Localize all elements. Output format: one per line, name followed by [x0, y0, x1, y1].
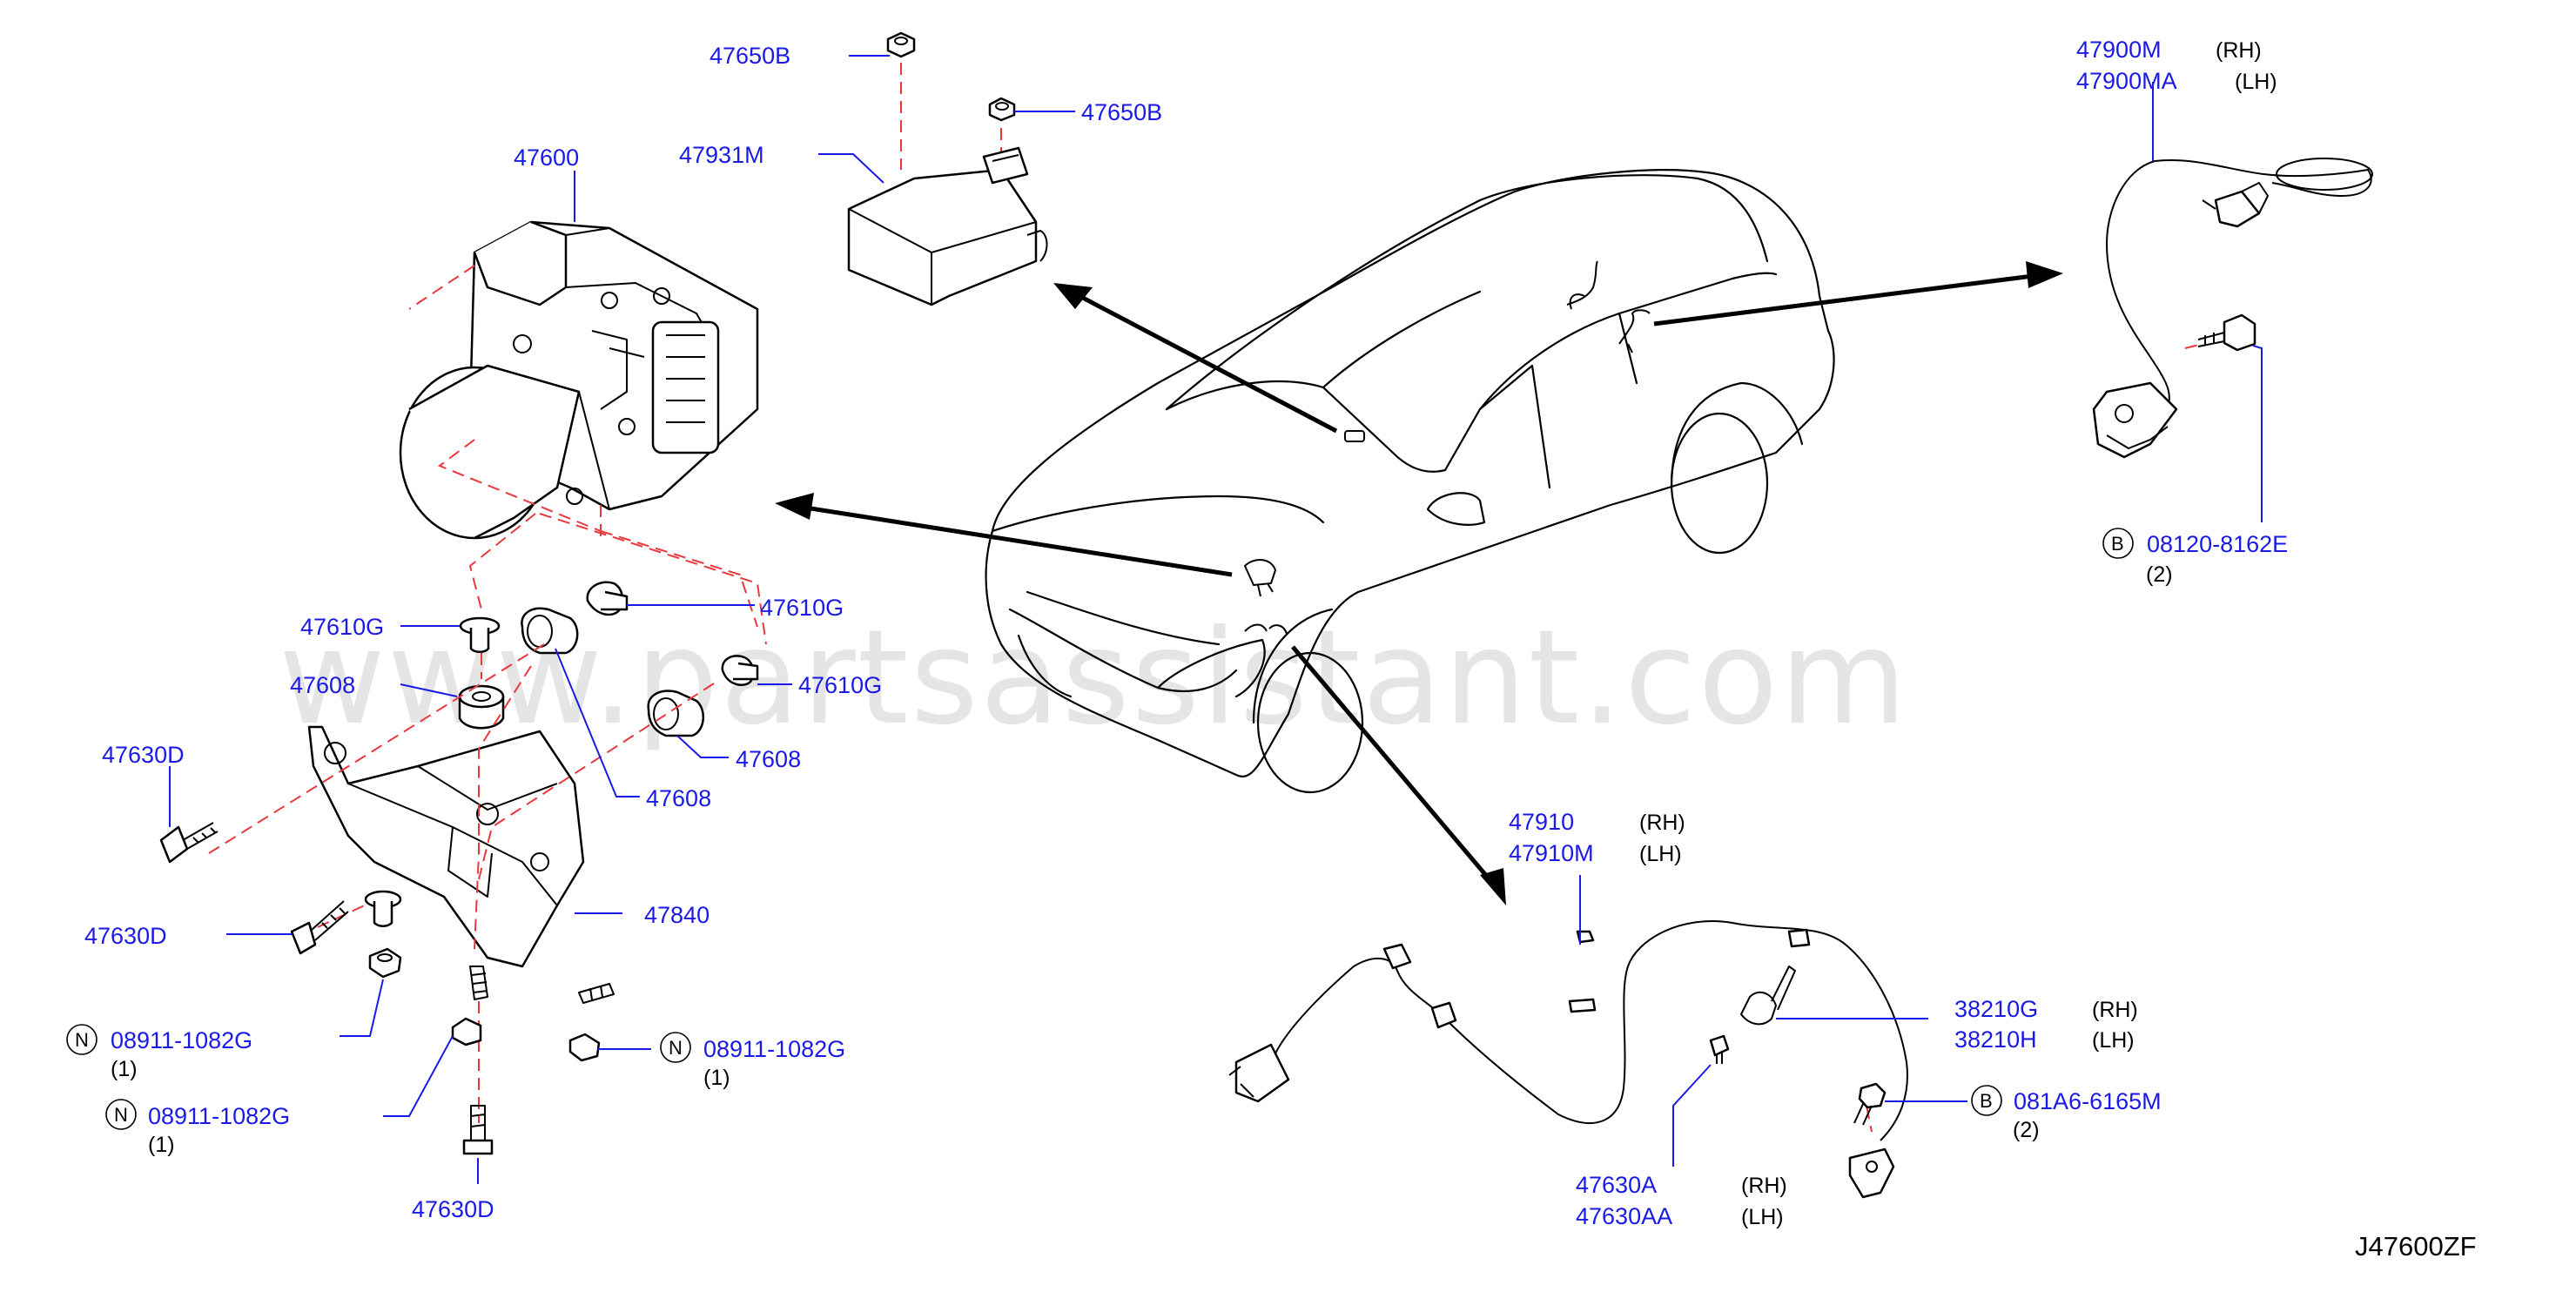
label-47610g-left: 47610G: [300, 614, 384, 640]
callout-arrows: [775, 261, 2063, 905]
label-bolt-08120: 08120-8162E: [2147, 531, 2288, 557]
label-47630a-side: (RH): [1741, 1174, 1787, 1198]
nut-symbol-n-2: [660, 1032, 691, 1063]
label-38210h: 38210H: [1954, 1026, 2037, 1053]
label-47931m: 47931M: [679, 142, 764, 168]
label-47650b-top: 47650B: [710, 43, 790, 69]
label-47900m: 47900M: [2076, 37, 2162, 63]
label-47630aa-side: (LH): [1741, 1205, 1784, 1229]
nut-symbol-n-1: [66, 1024, 98, 1055]
bolt-symbol-b-2-letter: B: [1980, 1090, 1993, 1112]
bolt-symbol-b-1-letter: B: [2111, 533, 2124, 555]
label-47910m: 47910M: [1509, 840, 1594, 866]
label-nut-08911-c: 08911-1082G: [148, 1103, 290, 1129]
assembly-center-lines: [208, 44, 2203, 1133]
bolts-and-nuts: [159, 822, 615, 1155]
label-bolt-08120-qty: (2): [2146, 562, 2173, 587]
label-bolt-081a6-qty: (2): [2013, 1118, 2040, 1142]
label-47600: 47600: [514, 145, 579, 171]
front-wheel-sensor-47910: [1228, 920, 1908, 1199]
label-47630d-b: 47630D: [84, 923, 167, 949]
nut-symbol-n-3: [105, 1099, 137, 1130]
label-47610g-right: 47610G: [798, 672, 882, 698]
abs-actuator-47600: [399, 220, 759, 540]
diagram-code: J47600ZF: [2355, 1231, 2477, 1262]
label-47910: 47910: [1509, 809, 1574, 835]
label-47900ma: 47900MA: [2076, 68, 2177, 94]
label-bolt-081a6: 081A6-6165M: [2014, 1088, 2162, 1114]
label-nut-08911-b: 08911-1082G: [703, 1036, 845, 1062]
nut-symbol-n-3-letter: N: [114, 1104, 128, 1126]
label-38210g-side: (RH): [2092, 998, 2138, 1022]
bracket-47840: [307, 725, 585, 968]
label-47608-left: 47608: [290, 672, 355, 698]
label-nut-08911-a-qty: (1): [111, 1057, 138, 1081]
nut-symbol-n-1-letter: N: [75, 1029, 89, 1051]
label-47900m-side: (RH): [2216, 38, 2262, 63]
label-47630a: 47630A: [1576, 1172, 1657, 1198]
label-47630aa: 47630AA: [1576, 1203, 1672, 1229]
label-47630d-c: 47630D: [412, 1196, 494, 1222]
label-47630d-a: 47630D: [102, 742, 185, 768]
bolt-symbol-b-1: [2102, 528, 2134, 559]
label-47608-right: 47608: [736, 746, 801, 772]
label-47650b-right: 47650B: [1081, 99, 1162, 125]
module-location-marker: [1344, 430, 1365, 442]
yaw-sensor-47931M: [847, 31, 1048, 306]
bolt-symbol-b-2: [1971, 1085, 2002, 1116]
label-nut-08911-b-qty: (1): [703, 1066, 730, 1090]
vehicle-outline: [985, 169, 1835, 794]
label-47610g-mid: 47610G: [760, 595, 844, 621]
part-labels: 47650B 47650B 47931M 47600 47610G 47610G…: [84, 37, 2288, 1229]
label-38210h-side: (LH): [2092, 1028, 2135, 1053]
nut-symbol-n-2-letter: N: [669, 1037, 683, 1059]
label-47910-side: (RH): [1639, 811, 1685, 835]
rear-wheel-sensor-47900M: [2092, 158, 2373, 459]
label-47840: 47840: [644, 902, 710, 928]
rear-sensor-location-marker-b: [1618, 309, 1651, 353]
circled-symbols: N N N B B: [66, 528, 2134, 1130]
label-nut-08911-a: 08911-1082G: [111, 1027, 252, 1053]
label-47608-bottom: 47608: [646, 785, 711, 811]
rear-sensor-location-marker-a: [1566, 260, 1598, 310]
label-nut-08911-c-qty: (1): [148, 1133, 175, 1157]
label-47910m-side: (LH): [1639, 842, 1682, 866]
actuator-location-marker: [1244, 559, 1276, 597]
mount-hardware: [458, 581, 759, 737]
label-38210g: 38210G: [1954, 996, 2038, 1022]
label-47900ma-side: (LH): [2235, 70, 2277, 94]
leader-lines: [169, 55, 2263, 1184]
front-sensor-location-marker: [1244, 623, 1288, 635]
